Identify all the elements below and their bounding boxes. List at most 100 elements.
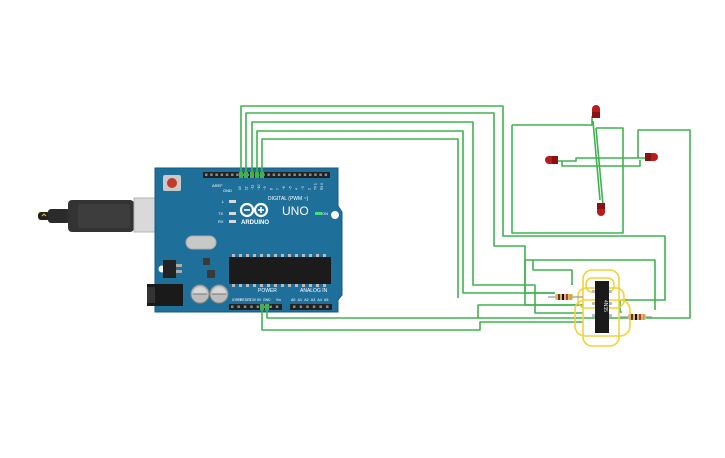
chip-pin xyxy=(232,284,235,287)
header-hole xyxy=(326,305,329,308)
digital-pin-label: 7 xyxy=(276,188,280,190)
header-hole xyxy=(277,173,281,176)
dc-power-jack[interactable] xyxy=(147,284,183,306)
wire[interactable] xyxy=(261,305,583,331)
header-hole xyxy=(312,305,316,308)
chip-pin xyxy=(592,302,595,305)
chip-pin xyxy=(253,254,256,257)
chip-pin xyxy=(281,254,284,257)
chip-pin xyxy=(239,284,242,287)
header-hole xyxy=(225,173,229,176)
tx-led xyxy=(229,212,236,215)
power-label: POWER xyxy=(258,288,277,294)
header-hole xyxy=(275,305,279,308)
analog-pin-label: A5 xyxy=(324,298,328,302)
digital-pin-label: 8 xyxy=(270,188,274,190)
wire[interactable] xyxy=(532,260,573,285)
led-left[interactable] xyxy=(545,156,558,164)
header-hole xyxy=(324,173,328,176)
header-hole xyxy=(283,173,286,176)
chip-pin xyxy=(309,284,312,287)
vin-label: Vin xyxy=(276,298,281,302)
chip-pin xyxy=(316,254,319,257)
analog-label: ANALOG IN xyxy=(300,288,328,294)
wire[interactable] xyxy=(619,300,622,313)
wire[interactable] xyxy=(251,121,583,314)
bottom-pin-holes xyxy=(231,305,329,308)
wire[interactable] xyxy=(240,105,666,301)
wire[interactable] xyxy=(533,259,656,310)
wire[interactable] xyxy=(561,160,641,167)
atmega-chip-pins xyxy=(232,254,326,287)
reset-button-cap[interactable] xyxy=(167,178,177,188)
analog-pin-label: A3 xyxy=(311,298,315,302)
chip-pin xyxy=(302,284,305,287)
usb-cable[interactable] xyxy=(38,197,173,233)
chip-pin xyxy=(260,284,263,287)
header-hole xyxy=(256,305,260,308)
wire[interactable] xyxy=(511,125,624,234)
led-top[interactable] xyxy=(592,105,600,118)
model-label: UNO xyxy=(282,204,309,218)
usb-cable-end-icon xyxy=(38,212,50,220)
wire[interactable] xyxy=(261,138,459,298)
digital-pin-label: ~6 xyxy=(282,186,286,190)
led-icon xyxy=(592,105,600,112)
header-hole xyxy=(205,173,208,176)
small-component xyxy=(207,270,215,278)
v33-label: 3.3V xyxy=(249,298,257,302)
led-icon xyxy=(545,156,552,164)
header-hole xyxy=(299,305,303,308)
voltage-regulator xyxy=(163,260,176,278)
header-hole xyxy=(288,173,291,176)
analog-pin-label: A2 xyxy=(304,298,308,302)
chip-pin xyxy=(288,284,291,287)
led-bottom[interactable] xyxy=(597,203,605,216)
analog-header xyxy=(290,304,332,310)
l-led xyxy=(229,200,236,203)
header-hole xyxy=(250,305,253,308)
wire-endpoints xyxy=(239,172,269,310)
power-header xyxy=(229,304,282,310)
wire[interactable] xyxy=(524,259,583,306)
resistor-right[interactable] xyxy=(620,314,652,320)
chip-pin xyxy=(281,284,284,287)
crystal-oscillator xyxy=(185,235,217,250)
chip-pin xyxy=(267,284,270,287)
v5-label: 5V xyxy=(257,298,262,302)
digital-pin-label: ~9 xyxy=(263,186,267,190)
digital-label: DIGITAL (PWM ~) xyxy=(268,196,308,202)
wire[interactable] xyxy=(256,130,555,294)
wire[interactable] xyxy=(555,157,646,162)
optocoupler-chip[interactable]: 4N35 xyxy=(592,281,612,333)
chip-pin xyxy=(274,254,277,257)
header-hole xyxy=(298,173,302,176)
chip-pin xyxy=(592,314,595,317)
l-led-label: L xyxy=(222,199,225,204)
wire[interactable] xyxy=(512,116,593,126)
digital-pin-label: 13 xyxy=(238,186,242,190)
led-right[interactable] xyxy=(645,153,658,161)
chip-pin xyxy=(592,290,595,293)
digital-pin-label: ~10 xyxy=(257,184,261,190)
resistor-left[interactable] xyxy=(548,294,583,300)
header-hole xyxy=(303,173,307,176)
digital-pin-label: ~5 xyxy=(288,186,292,190)
header-hole xyxy=(293,305,296,308)
mounting-hole xyxy=(331,211,339,219)
wire[interactable] xyxy=(592,120,601,201)
digital-pin-label: ~11 xyxy=(251,185,255,190)
power-pin-labels: IOREF RESET 3.3V 5V GND Vin xyxy=(232,298,281,302)
analog-pin-label: A1 xyxy=(298,298,302,302)
chip-pin xyxy=(295,284,298,287)
gnd-label-top: GND xyxy=(223,188,232,193)
wire[interactable] xyxy=(595,127,604,206)
digital-pin-label: TX 1 xyxy=(314,183,318,190)
atmega-chip xyxy=(229,257,331,284)
chip-pin xyxy=(323,254,326,257)
header-hole xyxy=(319,173,322,176)
